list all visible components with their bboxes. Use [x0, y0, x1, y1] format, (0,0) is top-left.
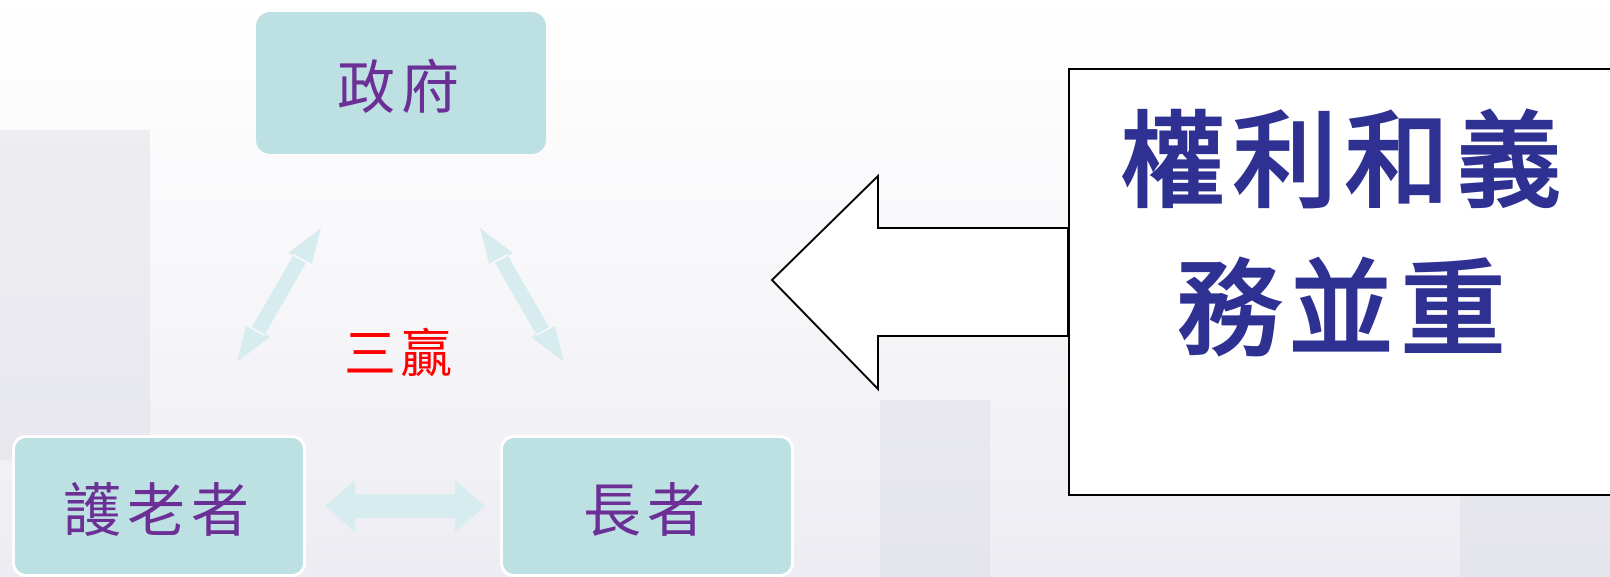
double-arrow-government-elder: [480, 228, 564, 362]
left-arrow-outline: [770, 173, 1069, 392]
node-carer: 護老者: [12, 435, 306, 577]
node-government: 政府: [256, 12, 546, 154]
background-building-left: [0, 130, 150, 460]
double-arrow-carer-elder: [325, 480, 485, 532]
node-carer-label: 護老者: [62, 477, 255, 545]
callout-box: [1068, 68, 1610, 496]
double-arrow-government-carer: [237, 228, 321, 362]
callout-text: 權利和義 務並重: [1085, 88, 1605, 384]
center-label: 三贏: [343, 325, 456, 385]
callout-line-2: 務並重: [1176, 249, 1513, 371]
node-elder: 長者: [500, 435, 794, 577]
background-building-center: [880, 400, 990, 577]
node-government-label: 政府: [336, 54, 465, 122]
node-elder-label: 長者: [582, 477, 711, 545]
callout-line-1: 權利和義: [1120, 101, 1569, 223]
